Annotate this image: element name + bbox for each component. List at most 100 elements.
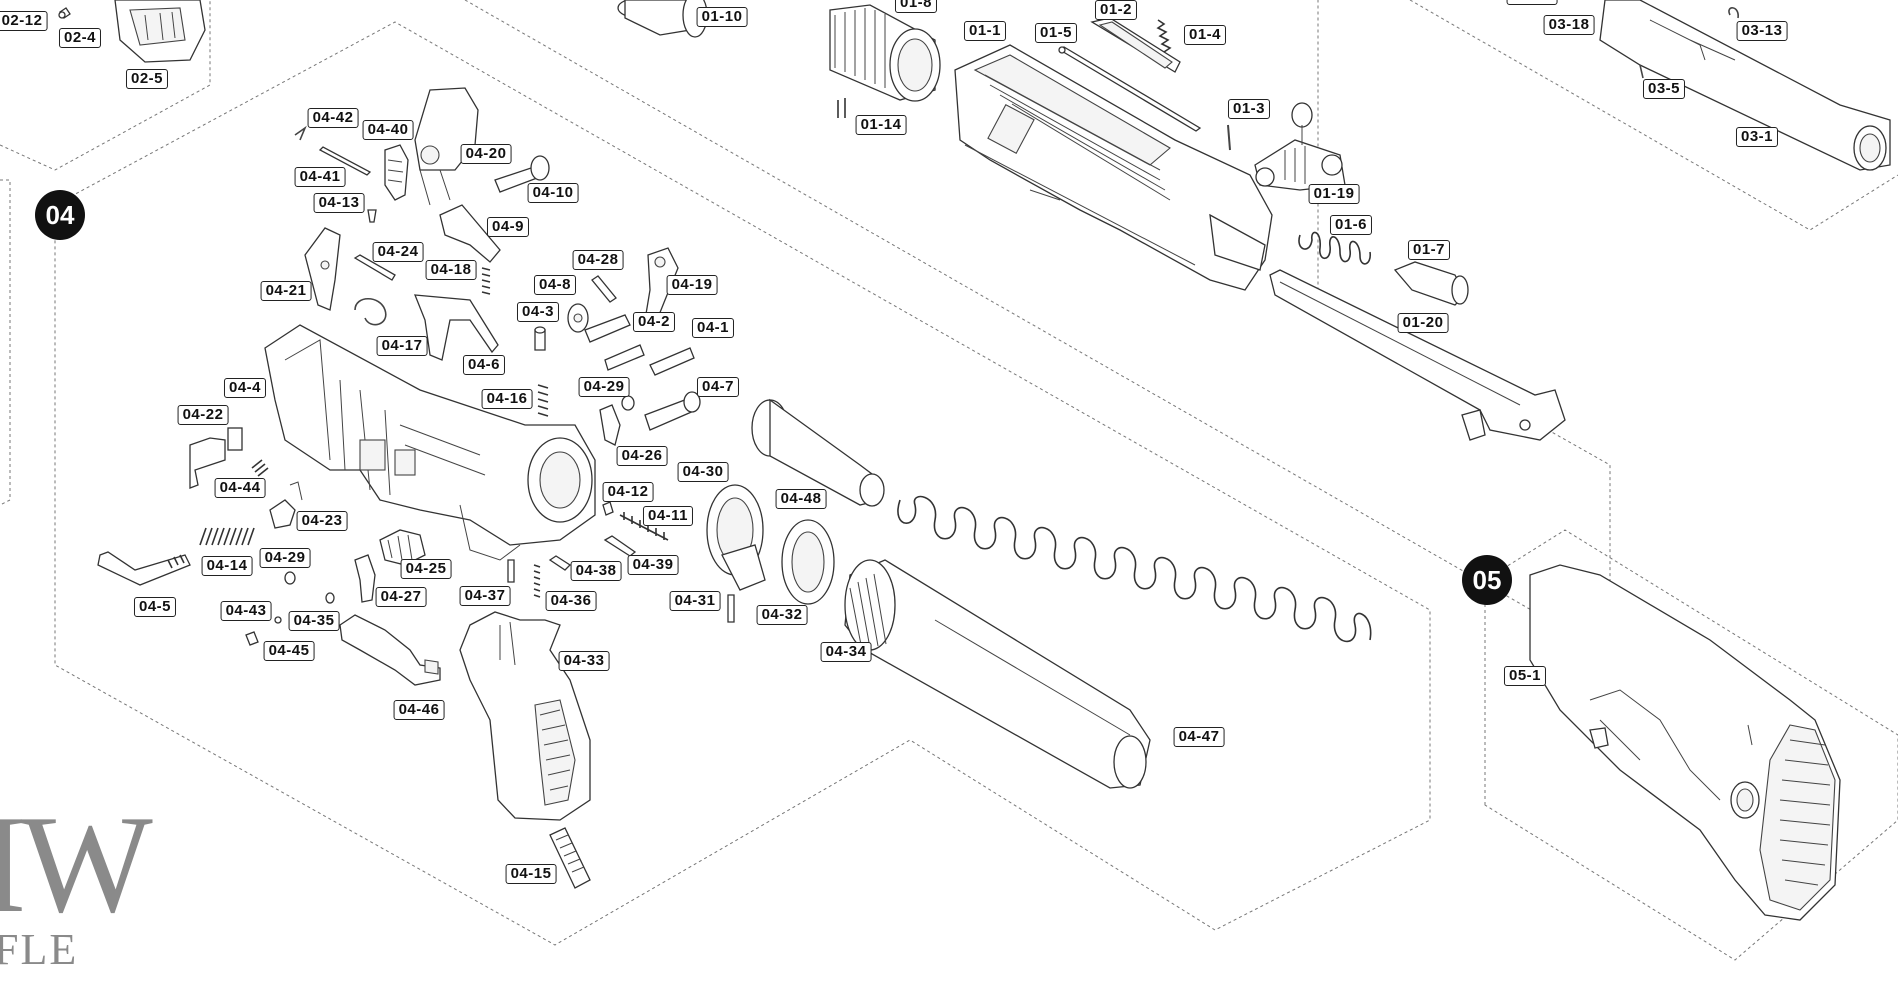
callout-04-28: 04-28 [572,250,624,270]
callout-04-36: 04-36 [545,591,597,611]
part-01-2-drawing [1090,17,1181,73]
part-04-18-drawing [481,267,491,295]
callout-01-8: 01-8 [894,0,938,13]
section-02-left-edge [0,179,11,506]
part-04-35-drawing [325,592,335,604]
part-01-10-drawing [617,0,708,38]
part-04-36-drawing [533,564,541,598]
callout-01-20: 01-20 [1397,313,1449,333]
part-04-2-drawing [584,314,645,371]
callout-02-4: 02-4 [58,28,102,48]
section-02-boundary [0,0,211,171]
callout-01-2: 01-2 [1094,0,1138,20]
part-04-1-drawing [649,347,695,376]
part-04-12-drawing [602,501,614,516]
part-04-34-drawing [844,559,1151,789]
callout-04-35: 04-35 [288,611,340,631]
callout-04-4: 04-4 [223,378,267,398]
callout-01-5: 01-5 [1034,23,1078,43]
callout-04-45: 04-45 [263,641,315,661]
part-03-13-drawing [1728,7,1739,19]
callout-03-18: 03-18 [1543,15,1595,35]
callout-01-1: 01-1 [963,21,1007,41]
callout-04-24: 04-24 [372,242,424,262]
callout-04-38: 04-38 [570,561,622,581]
callout-04-42: 04-42 [307,108,359,128]
callout-01-6: 01-6 [1329,215,1373,235]
part-04-45-drawing [245,631,259,646]
part-04-25-drawing [379,529,426,566]
callout-04-27: 04-27 [375,587,427,607]
callout-03-13: 03-13 [1736,21,1788,41]
part-04-42-drawing [294,125,307,141]
callout-04-1: 04-1 [691,318,735,338]
callout-04-25: 04-25 [400,559,452,579]
brand-logo: IW [0,787,153,942]
callout-04-48: 04-48 [775,489,827,509]
part-04-4-drawing [264,324,596,561]
part-04-32-drawing [781,519,835,605]
callout-01-4: 01-4 [1183,25,1227,45]
callout-04-47: 04-47 [1173,727,1225,747]
callout-04-12: 04-12 [602,482,654,502]
callout-04-3: 04-3 [516,302,560,322]
brand-logo-sub: FLE [0,925,79,974]
part-04-43-drawing [274,616,282,624]
callout-04-16: 04-16 [481,389,533,409]
part-01-7-drawing [1393,261,1469,306]
callout-02-12: 02-12 [0,11,48,31]
part-04-47-drawing [897,495,1372,643]
callout-04-44: 04-44 [214,478,266,498]
callout-04-14: 04-14 [201,556,253,576]
part-04-26-drawing [599,404,621,446]
callout-01-3: 01-3 [1227,99,1271,119]
callout-05-1: 05-1 [1503,666,1547,686]
part-04-41-drawing [318,146,372,176]
callout-04-39: 04-39 [627,555,679,575]
part-03-5-drawing [1639,64,1644,79]
callout-04-10: 04-10 [527,183,579,203]
part-04-24-drawing [353,254,396,281]
callout-04-7: 04-7 [696,377,740,397]
callout-03-17: 03-17 [1506,0,1558,5]
part-04-3-drawing [534,326,546,351]
part-01-6-drawing [1298,231,1371,265]
part-04-8-drawing [567,303,589,333]
part-04-17-drawing [354,297,387,326]
part-01-14-drawing [837,98,846,118]
callout-04-33: 04-33 [558,651,610,671]
section-04-badge: 04 [35,190,85,240]
callout-04-41: 04-41 [294,167,346,187]
callout-04-30: 04-30 [677,462,729,482]
part-01-4-drawing [1156,19,1172,53]
part-04-7-drawing [644,391,701,431]
section-05-number: 05 [1472,565,1502,595]
part-05-1-drawing [1529,564,1841,921]
callout-04-5: 04-5 [133,597,177,617]
callout-04-40: 04-40 [362,120,414,140]
callout-04-18: 04-18 [425,260,477,280]
callout-04-46: 04-46 [393,700,445,720]
callout-01-14: 01-14 [855,115,907,135]
part-04-44-drawing [251,459,269,477]
part-04-16-drawing [537,384,549,417]
part-02-5-drawing [114,0,206,63]
part-04-46-drawing [339,614,441,686]
part-04-11-drawing [619,512,669,541]
part-01-5-drawing [1058,46,1202,132]
part-04-38-drawing [548,555,572,571]
callout-04-26: 04-26 [616,446,668,466]
callout-04-13: 04-13 [313,193,365,213]
part-04-29b-drawing [284,571,296,585]
section-04-number: 04 [45,200,75,230]
section-03-boundary [1409,0,1898,231]
part-03-1-drawing [1599,0,1891,171]
part-04-37-drawing [507,559,515,583]
part-04-23-drawing [269,481,303,529]
part-01-1-drawing [954,44,1273,291]
part-01-8-drawing [829,4,941,102]
callout-03-5: 03-5 [1642,79,1686,99]
callout-04-6: 04-6 [462,355,506,375]
callout-02-5: 02-5 [125,69,169,89]
